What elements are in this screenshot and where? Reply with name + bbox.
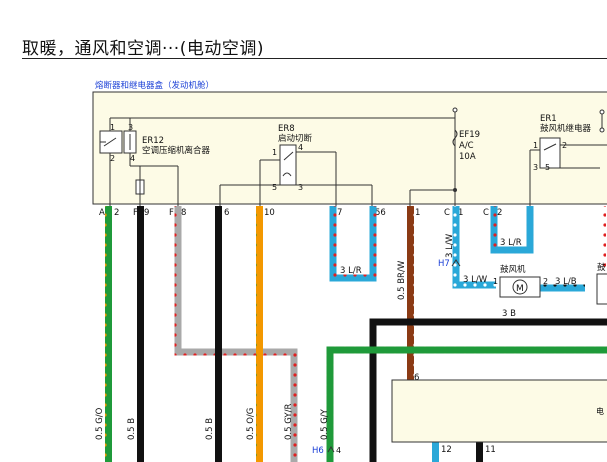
blower-pin-1: 1 xyxy=(493,277,498,286)
label-gy-r: 0.5 GY/R xyxy=(284,404,294,440)
wire-w-r xyxy=(599,206,606,286)
relay-er8: ER8 启动切断 1 4 5 3 xyxy=(219,124,373,206)
junction-h6: H6 xyxy=(312,446,324,456)
er1-name: 鼓风机继电器 xyxy=(540,123,592,134)
pin-7: 7 xyxy=(337,208,342,218)
wire-labels: 0.5 G/O 0.5 B 0.5 B 0.5 O/G 0.5 GY/R 0.5… xyxy=(95,233,577,440)
label-g-y: 0.5 G/Y xyxy=(320,408,330,440)
er1-code: ER1 xyxy=(540,114,557,124)
wire-l-r-2 xyxy=(490,206,534,254)
pin-c1: 1 xyxy=(458,208,463,218)
h6-connector-icon xyxy=(327,446,335,453)
label-b-2: 0.5 B xyxy=(205,418,215,440)
module-box xyxy=(391,379,607,443)
pin-6: 6 xyxy=(224,208,229,218)
wire-br-w xyxy=(407,206,414,382)
blower-motor: 鼓风机 M 1 2 xyxy=(493,264,548,298)
wire-gy-r xyxy=(174,206,298,462)
page-title: 取暖，通风和空调···(电动空调) xyxy=(22,39,264,59)
connector-pin-labels: A 2 F 9 F 8 6 10 7 56 1 C 1 C 2 xyxy=(99,208,502,218)
conn-f2: F xyxy=(169,208,174,218)
er12-pin-3: 3 xyxy=(128,123,133,132)
pin-c2: 2 xyxy=(497,208,502,218)
pin-56: 56 xyxy=(375,208,386,218)
label-g-o: 0.5 G/O xyxy=(95,407,105,440)
label-b-1: 0.5 B xyxy=(127,418,137,440)
ef19-name: A/C xyxy=(459,141,474,151)
blower-pin-2: 2 xyxy=(543,277,548,286)
er12-pin-4: 4 xyxy=(130,154,135,163)
wire-b-1 xyxy=(137,206,144,462)
er8-pin-4: 4 xyxy=(298,143,303,152)
pin-f9: 9 xyxy=(144,208,149,218)
pin-10: 10 xyxy=(264,208,275,218)
wire-o-g xyxy=(256,206,263,462)
pin-1: 1 xyxy=(415,208,420,218)
right-component-box xyxy=(596,273,607,305)
label-br-w: 0.5 BR/W xyxy=(397,260,407,300)
er12-pin-2: 2 xyxy=(110,154,115,163)
wire-g-o xyxy=(105,206,112,462)
label-3b: 3 B xyxy=(502,309,516,319)
label-l-r-2: 3 L/R xyxy=(500,238,522,248)
right-component-name: 鼓 xyxy=(597,262,606,273)
er1-pin-1: 1 xyxy=(533,141,538,150)
label-l-w-vertical: 3 L/W xyxy=(445,233,455,258)
relay-er12: 1 3 2 4 ER12 空调压缩机离合器 xyxy=(99,117,455,206)
module-name: 电 xyxy=(596,406,604,416)
junction-h7: H7 xyxy=(438,259,450,269)
label-l-w-horizontal: 3 L/W xyxy=(463,275,488,285)
module-pin-6: 6 xyxy=(414,373,419,383)
label-l-r-1: 3 L/R xyxy=(340,266,362,276)
wire-3b xyxy=(369,318,607,462)
fuse-ef19: EF19 A/C 10A xyxy=(409,107,480,206)
label-l-b: 3 L/B xyxy=(555,277,577,287)
conn-c2: C xyxy=(483,208,489,218)
ef19-code: EF19 xyxy=(459,130,480,140)
title-divider xyxy=(22,58,607,59)
er8-pin-1: 1 xyxy=(272,148,277,157)
label-o-g: 0.5 O/G xyxy=(246,408,256,440)
er1-pin-5: 5 xyxy=(545,163,550,172)
relay-er1: ER1 鼓风机继电器 1 2 3 5 xyxy=(529,109,607,206)
fuse-box-label: 熔断器和继电器盒（发动机舱） xyxy=(95,80,214,91)
er12-pin-1: 1 xyxy=(110,123,115,132)
wire-b-2 xyxy=(215,206,222,462)
er8-pin-3: 3 xyxy=(298,183,303,192)
module-pin-11: 11 xyxy=(485,445,496,455)
wire-l-w xyxy=(452,206,496,289)
er8-name: 启动切断 xyxy=(278,133,313,144)
er12-name: 空调压缩机离合器 xyxy=(142,145,211,156)
conn-f: F xyxy=(133,208,138,218)
h6-pin: 4 xyxy=(336,446,341,455)
blower-motor-symbol: M xyxy=(516,284,524,294)
pin-a2: 2 xyxy=(114,208,119,218)
h7-connector-icon xyxy=(451,259,461,267)
er8-pin-5: 5 xyxy=(272,183,277,192)
module-pin-12: 12 xyxy=(441,445,452,455)
conn-c1: C xyxy=(444,208,450,218)
conn-a: A xyxy=(99,208,105,218)
wire-l-bottom xyxy=(432,440,439,462)
ef19-rating: 10A xyxy=(459,152,476,162)
er12-code: ER12 xyxy=(142,136,164,146)
pin-f8: 8 xyxy=(181,208,186,218)
wire-g-y xyxy=(326,346,607,462)
er8-code: ER8 xyxy=(278,124,295,134)
blower-name: 鼓风机 xyxy=(500,264,526,275)
wire-l-r-1 xyxy=(329,206,377,282)
er1-pin-3: 3 xyxy=(533,163,538,172)
wire-b-bottom xyxy=(476,440,483,462)
